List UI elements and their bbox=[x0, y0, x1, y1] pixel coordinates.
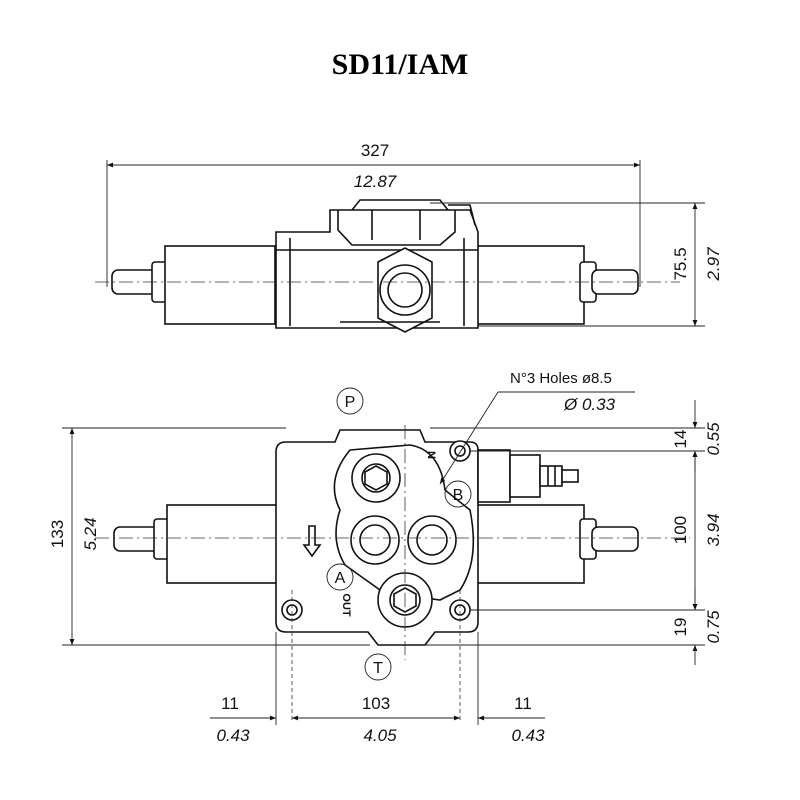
mounting-hole-bottom-left bbox=[281, 599, 303, 621]
holes-leader bbox=[439, 391, 499, 485]
bottom-mid-in: 4.05 bbox=[363, 726, 397, 745]
relief-valve-nut bbox=[509, 454, 541, 498]
port-t-label: T bbox=[373, 660, 383, 677]
port-a-label: A bbox=[335, 570, 346, 587]
front-left-cap bbox=[166, 504, 278, 584]
front-view: P B A T OUT N N°3 Holes ø8.5 Ø 0.33 133 … bbox=[48, 370, 723, 745]
port-p-label: P bbox=[345, 394, 356, 411]
port-a-label-circle bbox=[326, 563, 354, 591]
front-right-spool-stem bbox=[591, 526, 639, 552]
port-b-boss bbox=[407, 515, 457, 565]
flow-arrow-icon bbox=[302, 525, 322, 558]
front-height-in: 5.24 bbox=[81, 517, 100, 550]
top-port-boss bbox=[377, 247, 433, 333]
port-a-boss bbox=[350, 515, 400, 565]
mounting-hole-top-right bbox=[449, 440, 471, 462]
port-b-label-circle bbox=[444, 480, 472, 508]
mounting-hole-bottom-right bbox=[449, 599, 471, 621]
right-cap bbox=[473, 245, 585, 325]
right-top-mm: 14 bbox=[671, 430, 690, 449]
bottom-right-in: 0.43 bbox=[511, 726, 545, 745]
port-p-label-circle bbox=[336, 387, 364, 415]
port-t-label-circle bbox=[364, 653, 392, 681]
relief-valve-body bbox=[477, 449, 511, 503]
top-height-mm: 75.5 bbox=[671, 247, 690, 280]
right-mid-in: 3.94 bbox=[704, 513, 723, 546]
right-bottom-in: 0.75 bbox=[704, 610, 723, 644]
right-bottom-mm: 19 bbox=[671, 618, 690, 637]
holes-note: N°3 Holes ø8.5 bbox=[510, 370, 612, 387]
left-cap bbox=[164, 245, 276, 325]
bottom-mid-mm: 103 bbox=[362, 694, 390, 713]
bottom-left-in: 0.43 bbox=[216, 726, 250, 745]
holes-note-in: Ø 0.33 bbox=[563, 395, 616, 414]
bottom-right-mm: 11 bbox=[514, 694, 532, 713]
overall-width-mm: 327 bbox=[361, 141, 389, 160]
n-label: N bbox=[425, 451, 437, 459]
drawing-title: SD11/IAM bbox=[331, 48, 469, 81]
out-label: OUT bbox=[340, 593, 352, 617]
right-spool-stem bbox=[591, 269, 639, 295]
top-view: 327 12.87 75.5 2.97 bbox=[95, 141, 723, 333]
front-height-mm: 133 bbox=[48, 520, 67, 548]
relief-valve-adjuster bbox=[539, 465, 563, 487]
port-b-label: B bbox=[453, 487, 464, 504]
overall-width-in: 12.87 bbox=[354, 172, 397, 191]
relief-valve-screw bbox=[561, 469, 579, 483]
port-p-boss bbox=[351, 453, 401, 503]
valve-body-top bbox=[275, 209, 479, 329]
right-mid-mm: 100 bbox=[671, 516, 690, 544]
top-height-in: 2.97 bbox=[704, 247, 723, 282]
front-right-cap bbox=[473, 504, 585, 584]
right-top-in: 0.55 bbox=[704, 422, 723, 456]
bottom-left-mm: 11 bbox=[221, 694, 239, 713]
